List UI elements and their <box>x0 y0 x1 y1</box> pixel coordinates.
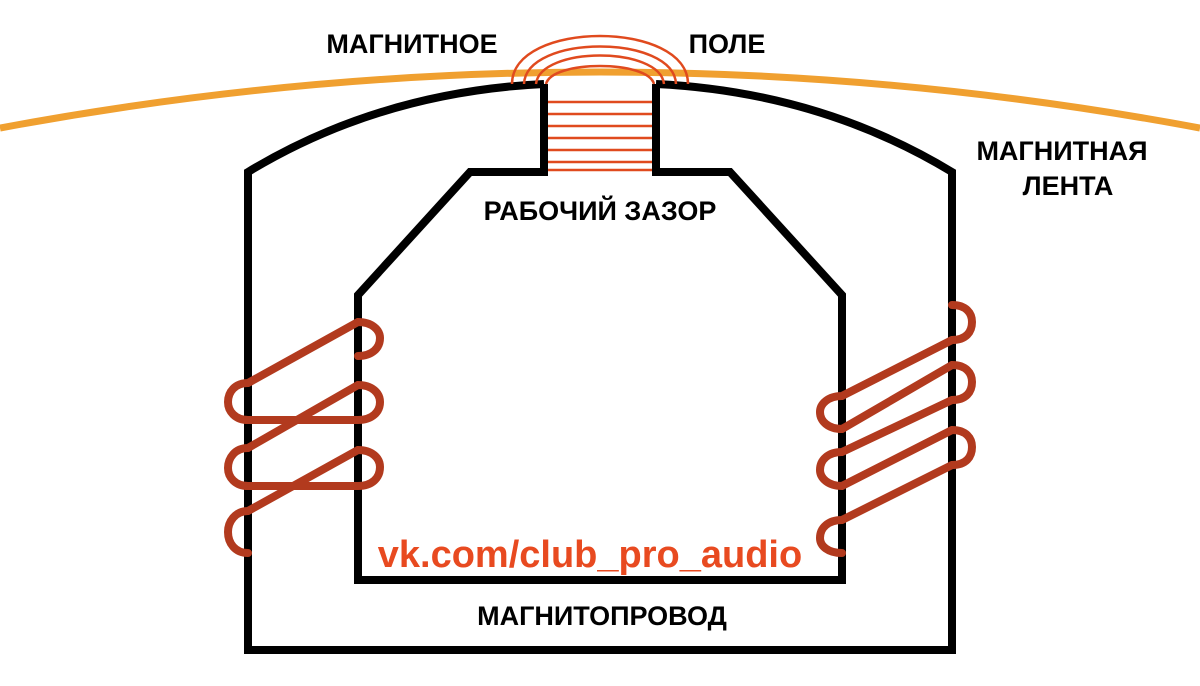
label-magnetic-tape-line2: ЛЕНТА <box>1023 171 1114 201</box>
core-outline-inner <box>354 84 846 584</box>
label-magnetic-tape-line1: МАГНИТНАЯ <box>976 136 1147 166</box>
label-magnetic-core: МАГНИТОПРОВОД <box>477 601 727 631</box>
label-working-gap: РАБОЧИЙ ЗАЗОР <box>484 195 717 226</box>
fringing-field-arcs <box>510 34 690 85</box>
gap-field-lines <box>548 100 652 172</box>
right-coil <box>815 301 977 557</box>
magnetic-tape <box>0 68 1200 132</box>
core-outline-outer <box>244 80 956 654</box>
label-magnetic-field-left: МАГНИТНОЕ <box>326 29 497 59</box>
left-coil <box>223 317 385 557</box>
watermark-url: vk.com/club_pro_audio <box>378 534 802 576</box>
label-magnetic-field-right: ПОЛЕ <box>689 29 766 59</box>
